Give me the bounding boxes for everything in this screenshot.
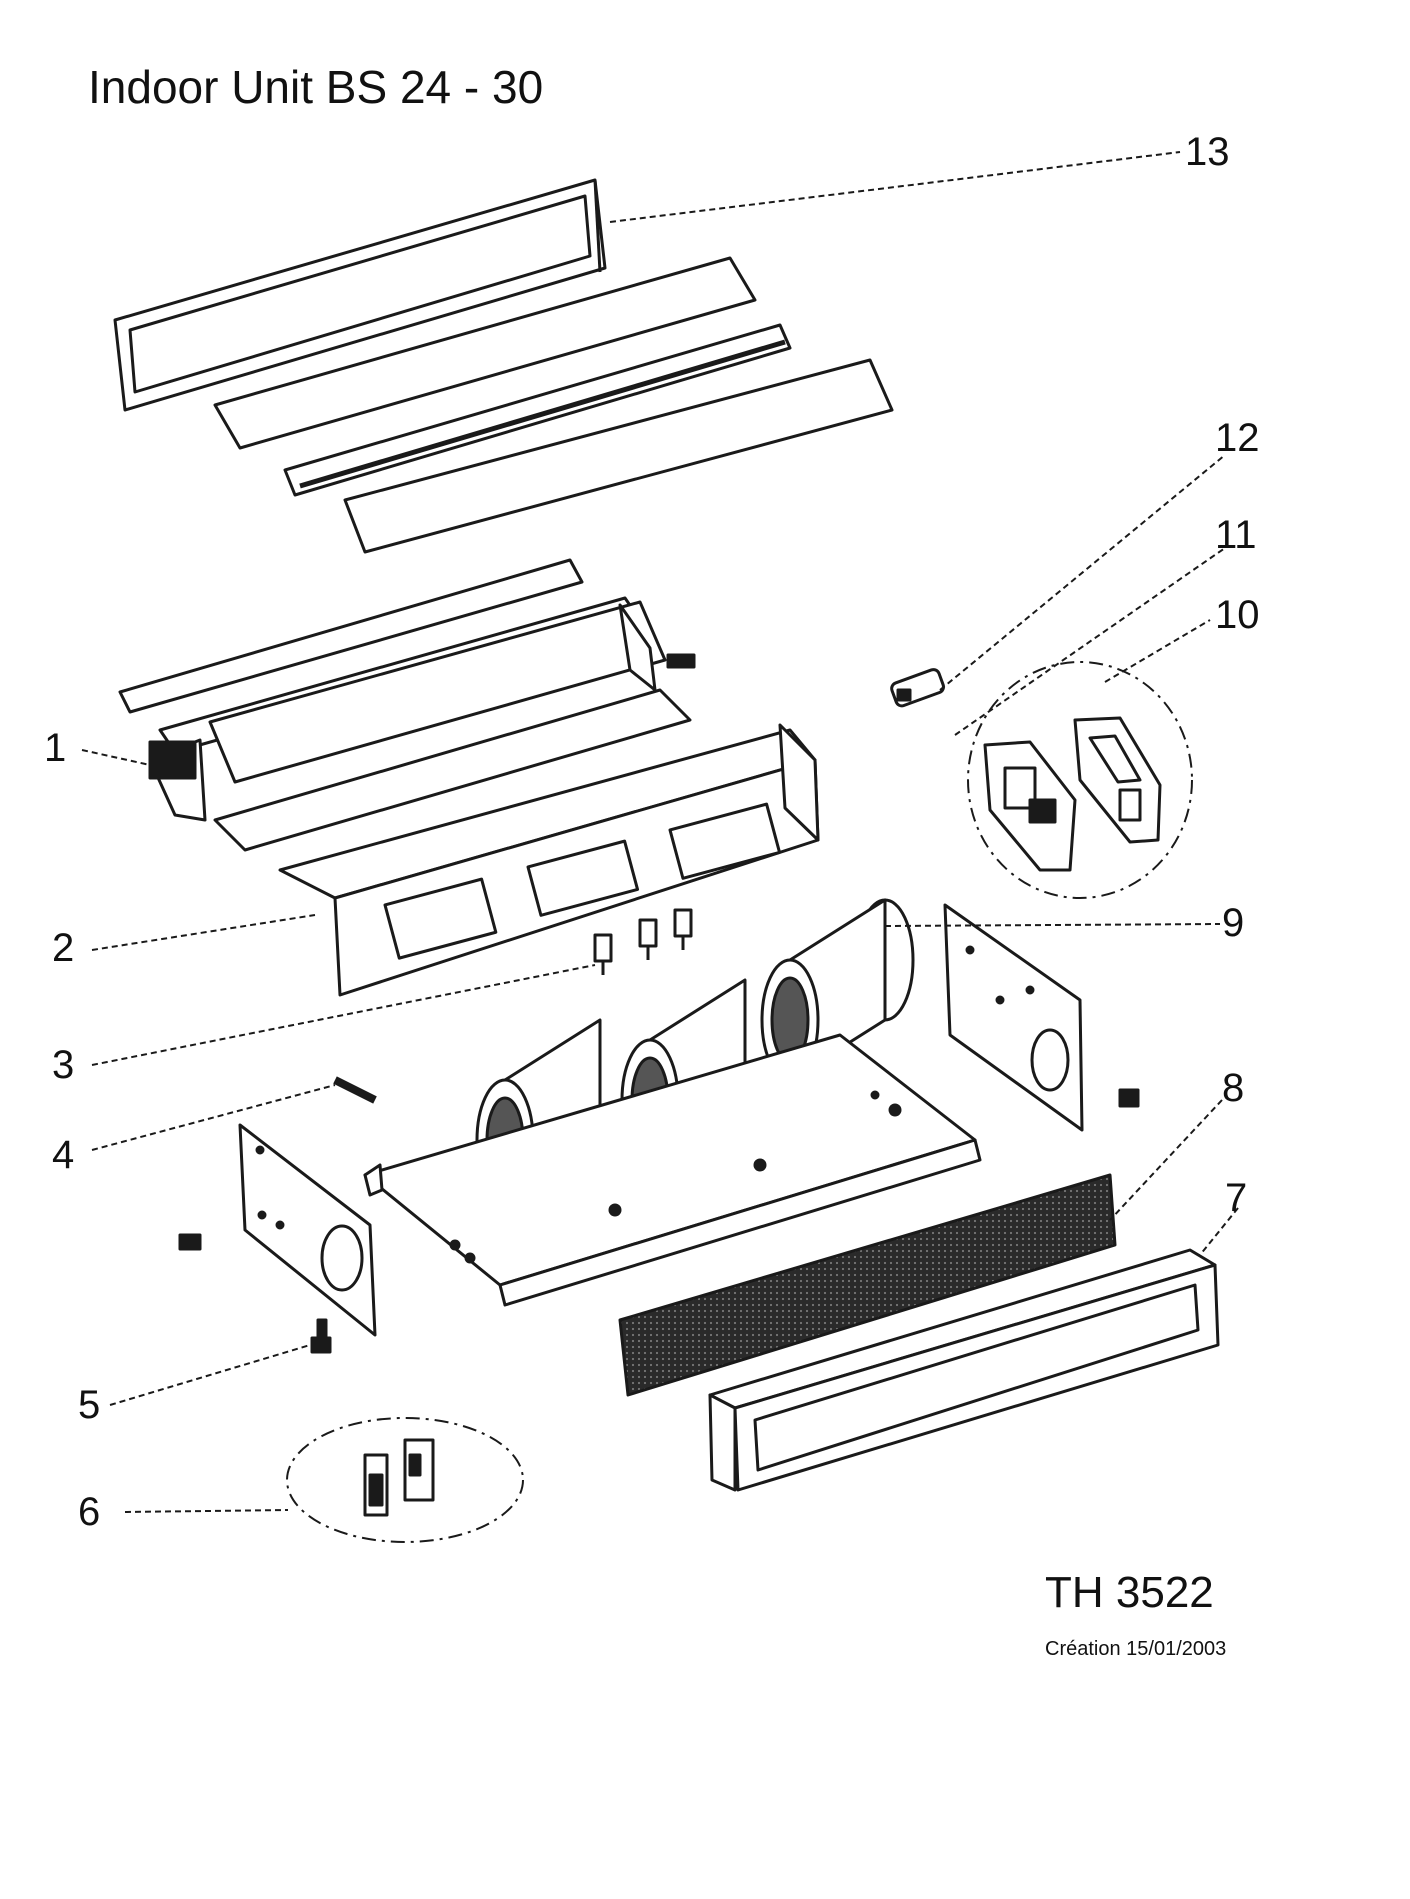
callout-3: 3 bbox=[52, 1043, 75, 1087]
part-5-bracket bbox=[310, 1318, 332, 1354]
creation-date: Création 15/01/2003 bbox=[1045, 1638, 1227, 1660]
part-13-top-frame bbox=[113, 178, 607, 412]
callout-9: 9 bbox=[1222, 901, 1245, 945]
callout-10: 10 bbox=[1215, 593, 1260, 637]
leader-10 bbox=[1104, 619, 1211, 683]
part-10-11-12-control-box bbox=[890, 661, 1193, 899]
leader-13 bbox=[609, 151, 1181, 223]
part-2-front-panel bbox=[278, 723, 820, 997]
right-side-plate bbox=[943, 903, 1140, 1132]
drawing-number: TH 3522 bbox=[1045, 1568, 1214, 1617]
callout-8: 8 bbox=[1222, 1066, 1245, 1110]
leader-4 bbox=[91, 1084, 336, 1151]
top-cover-panels bbox=[213, 256, 894, 554]
part-1-upper-housing bbox=[118, 558, 696, 852]
leader-7 bbox=[1199, 1207, 1239, 1256]
leader-2 bbox=[91, 914, 316, 951]
diagram-title: Indoor Unit BS 24 - 30 bbox=[88, 61, 544, 113]
leader-5 bbox=[109, 1344, 311, 1406]
leader-11 bbox=[954, 547, 1226, 736]
leader-lines bbox=[81, 151, 1239, 1513]
leader-8 bbox=[1109, 1099, 1223, 1221]
leader-12 bbox=[939, 454, 1226, 691]
part-3-capacitors bbox=[593, 908, 693, 975]
callout-5: 5 bbox=[78, 1383, 101, 1427]
callout-2: 2 bbox=[52, 926, 75, 970]
leader-6 bbox=[124, 1509, 289, 1513]
callout-4: 4 bbox=[52, 1133, 75, 1177]
part-4-screw bbox=[333, 1076, 377, 1104]
part-7-front-frame bbox=[708, 1248, 1220, 1492]
part-6-detail bbox=[286, 1417, 524, 1543]
callout-7: 7 bbox=[1225, 1176, 1248, 1220]
callout-1: 1 bbox=[44, 726, 67, 770]
left-side-plate bbox=[178, 1123, 377, 1337]
leader-1 bbox=[81, 749, 151, 766]
callout-11: 11 bbox=[1215, 513, 1257, 557]
leader-3 bbox=[91, 964, 596, 1066]
leader-9 bbox=[884, 923, 1221, 927]
callout-13: 13 bbox=[1185, 130, 1230, 174]
callout-12: 12 bbox=[1215, 416, 1260, 460]
callout-6: 6 bbox=[78, 1490, 101, 1534]
part-8-filter bbox=[618, 1173, 1117, 1397]
base-tray bbox=[363, 1033, 982, 1307]
